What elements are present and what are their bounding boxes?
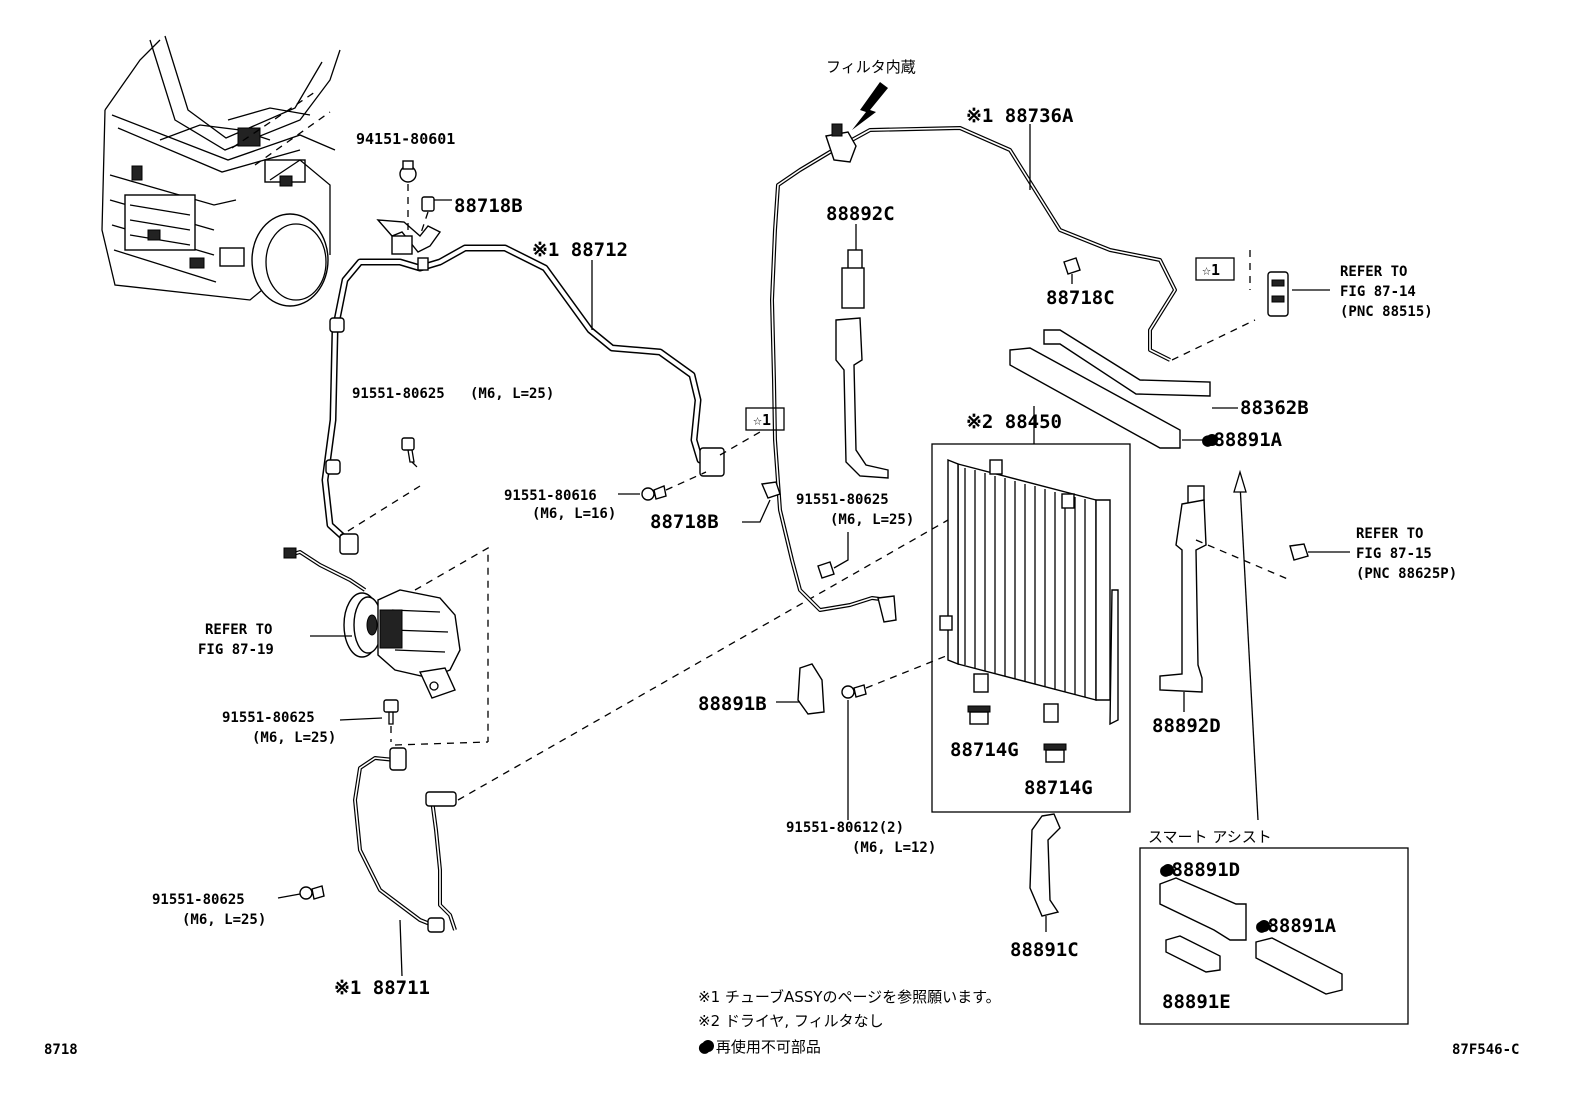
label-88714G-a: 88714G — [950, 739, 1019, 761]
label-star1-b: ☆1 — [1202, 261, 1220, 279]
clip-88718B-mid — [742, 481, 781, 523]
filter-arrow — [852, 82, 888, 130]
ref-part-87-14 — [1249, 250, 1330, 317]
label-88892C: 88892C — [826, 203, 895, 225]
page-code-left: 8718 — [44, 1042, 78, 1058]
pipe-fitting — [417, 257, 429, 271]
label-91551-80616: 91551-80616 — [504, 488, 597, 504]
ref-part-87-15 — [1289, 543, 1350, 561]
label-88891D: ●88891D — [1160, 859, 1240, 881]
label-refer-87-14-line3: (PNC 88515) — [1340, 304, 1433, 320]
label-refer-87-19-line2: FIG 87-19 — [198, 642, 274, 658]
leader-lines — [277, 124, 1031, 977]
suction-tube-88736A — [770, 123, 1256, 623]
note-3: ● 再使用不可部品 — [698, 1038, 821, 1056]
label-star1-a: ☆1 — [753, 411, 771, 429]
label-refer-87-15-line1: REFER TO — [1356, 526, 1423, 542]
vehicle-front-sketch — [101, 35, 341, 307]
label-88891A-box: ●88891A — [1256, 915, 1337, 937]
seal-88891B — [776, 663, 825, 715]
label-88891C: 88891C — [1010, 939, 1079, 961]
label-refer-87-14-line1: REFER TO — [1340, 264, 1407, 280]
page-code-right: 87F546-C — [1452, 1042, 1519, 1058]
bolt-91551-80625-a — [339, 437, 421, 537]
label-88362B: 88362B — [1240, 397, 1309, 419]
bolt-91551-80625-c — [299, 885, 325, 900]
label-91551-80625-d-spec: (M6, L=25) — [830, 512, 914, 528]
pipe-clamp — [699, 447, 725, 477]
star-box-a — [745, 407, 785, 431]
label-88711: ※1 88711 — [334, 977, 430, 999]
label-91551-80625-b-spec: (M6, L=25) — [252, 730, 336, 746]
label-refer-87-15-line3: (PNC 88625P) — [1356, 566, 1457, 582]
label-91551-80625-d: 91551-80625 — [796, 492, 889, 508]
label-88718B-top: 88718B — [454, 195, 523, 217]
bracket-88892C — [835, 224, 889, 479]
hose-fitting — [339, 533, 359, 555]
label-88891A-top: ●88891A — [1202, 429, 1283, 451]
label-88736A: ※1 88736A — [966, 105, 1074, 127]
seal-88891C — [1029, 813, 1061, 932]
pipe-bracket-top — [376, 160, 442, 255]
label-88718C: 88718C — [1046, 287, 1115, 309]
arrow-up — [1233, 469, 1259, 821]
clip-88718B — [421, 196, 435, 212]
label-88712: ※1 88712 — [532, 239, 628, 261]
seal-88362B — [1009, 329, 1238, 449]
filter-body — [825, 131, 857, 163]
compressor — [283, 546, 489, 746]
bolt-91551-80612 — [841, 655, 947, 820]
label-filter-built-in: フィルタ内蔵 — [826, 58, 916, 76]
condenser-88450 — [931, 406, 1131, 813]
bolt-91551-80625-d — [817, 532, 849, 579]
label-94151-80601: 94151-80601 — [356, 130, 455, 148]
label-88450: ※2 88450 — [966, 411, 1062, 433]
smart-assist-box — [1139, 847, 1409, 1025]
label-91551-80625-a-spec: (M6, L=25) — [470, 386, 554, 402]
hose-collar — [329, 317, 345, 333]
label-91551-80612: 91551-80612(2) — [786, 820, 904, 836]
label-91551-80625-c-spec: (M6, L=25) — [182, 912, 266, 928]
label-88891E: 88891E — [1162, 991, 1231, 1013]
liquid-hose-88711 — [353, 519, 949, 933]
note-1: ※1 チューブASSYのページを参照願います。 — [698, 988, 1001, 1006]
clip-88718C — [1063, 257, 1081, 284]
label-refer-87-15-line2: FIG 87-15 — [1356, 546, 1432, 562]
bracket-88892D — [1159, 485, 1291, 712]
hose-collar — [325, 459, 341, 475]
label-88718B-mid: 88718B — [650, 511, 719, 533]
label-91551-80616-spec: (M6, L=16) — [532, 506, 616, 522]
label-91551-80625-b: 91551-80625 — [222, 710, 315, 726]
star-box-b — [1195, 257, 1235, 281]
label-88892D: 88892D — [1152, 715, 1221, 737]
label-88714G-b: 88714G — [1024, 777, 1093, 799]
bullet-dots — [702, 434, 1270, 1052]
label-refer-87-14-line2: FIG 87-14 — [1340, 284, 1416, 300]
label-91551-80625-a: 91551-80625 — [352, 386, 445, 402]
bolt-91551-80625-b — [383, 699, 399, 742]
label-smart-assist: スマート アシスト — [1148, 828, 1272, 846]
discharge-hose-88712 — [321, 244, 725, 555]
label-88891B: 88891B — [698, 693, 767, 715]
note-2: ※2 ドライヤ, フィルタなし — [698, 1012, 884, 1030]
label-refer-87-19-line1: REFER TO — [205, 622, 272, 638]
label-91551-80625-c: 91551-80625 — [152, 892, 245, 908]
label-91551-80612-spec: (M6, L=12) — [852, 840, 936, 856]
condenser-frame — [931, 443, 1131, 813]
bolt-91551-80616 — [641, 431, 761, 501]
